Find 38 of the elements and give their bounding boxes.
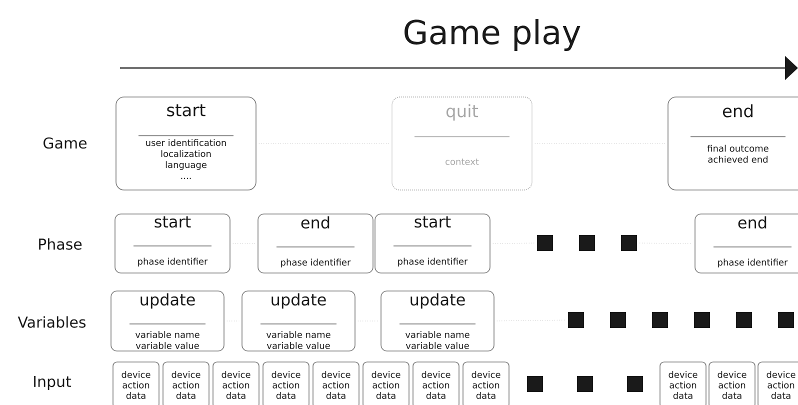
event-box: update variable name variable value — [110, 290, 224, 352]
square-marker — [577, 376, 593, 392]
event-box: update variable name variable value — [242, 290, 356, 352]
input-box: device action data — [660, 362, 706, 405]
square-marker — [736, 312, 752, 328]
input-box: device action data — [462, 362, 510, 405]
event-box: start phase identifier — [114, 214, 230, 274]
square-marker — [537, 235, 553, 251]
title: Game play — [404, 19, 580, 51]
input-box: device action data — [112, 362, 160, 405]
input-box: device action data — [412, 362, 460, 405]
input-box: device action data — [312, 362, 360, 405]
event-box: end phase identifier — [258, 214, 374, 274]
row-label: Input — [34, 376, 72, 390]
input-box: device action data — [362, 362, 410, 405]
input-box: device action data — [212, 362, 260, 405]
event-box: start phase identifier — [374, 214, 490, 274]
square-marker — [527, 376, 543, 392]
square-marker — [610, 312, 626, 328]
square-marker — [652, 312, 668, 328]
input-box: device action data — [262, 362, 310, 405]
event-box: quit context — [392, 96, 532, 190]
square-marker — [621, 235, 637, 251]
event-box: end final outcome achieved end — [668, 96, 798, 190]
event-box: end phase identifier — [694, 214, 798, 274]
square-marker — [627, 376, 643, 392]
row-label: Phase — [39, 238, 82, 250]
square-marker — [568, 312, 584, 328]
input-box: device action data — [708, 362, 756, 405]
row-label: Game — [44, 137, 87, 149]
square-marker — [694, 312, 710, 328]
input-box: device action data — [758, 362, 798, 405]
input-box: device action data — [162, 362, 210, 405]
event-box: update variable name variable value — [380, 290, 494, 352]
square-marker — [579, 235, 595, 251]
square-marker — [778, 312, 794, 328]
event-box: start user identification localization language .... — [116, 96, 256, 190]
row-label: Variables — [18, 316, 86, 328]
